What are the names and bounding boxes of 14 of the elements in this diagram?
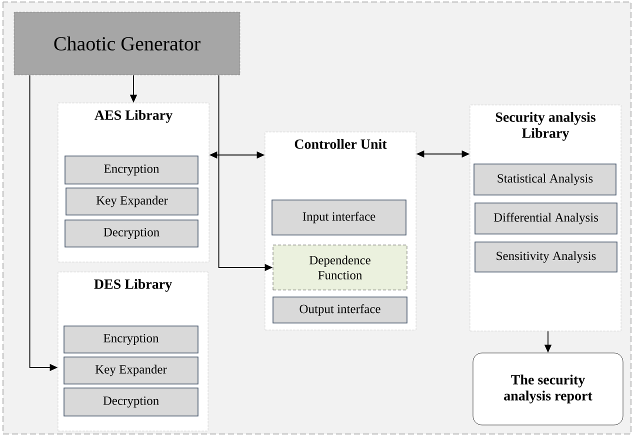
module-box: Key Expander (64, 356, 198, 384)
module-box: Key Expander (66, 188, 198, 216)
module-box: Input interface (272, 200, 406, 236)
report-box: The security analysis report (472, 352, 624, 426)
module-box: Decryption (64, 388, 198, 416)
module-box: Encryption (64, 326, 198, 354)
module-box: Sensitivity Analysis (474, 242, 618, 272)
module-box: Encryption (64, 156, 198, 184)
module-box: Decryption (64, 220, 198, 248)
module-box: Differential Analysis (474, 202, 618, 234)
module-box: Output interface (272, 296, 408, 324)
generator-box: Chaotic Generator (14, 12, 240, 76)
function-box: Dependence Function (272, 244, 408, 290)
module-box: Statistical Analysis (474, 164, 616, 196)
